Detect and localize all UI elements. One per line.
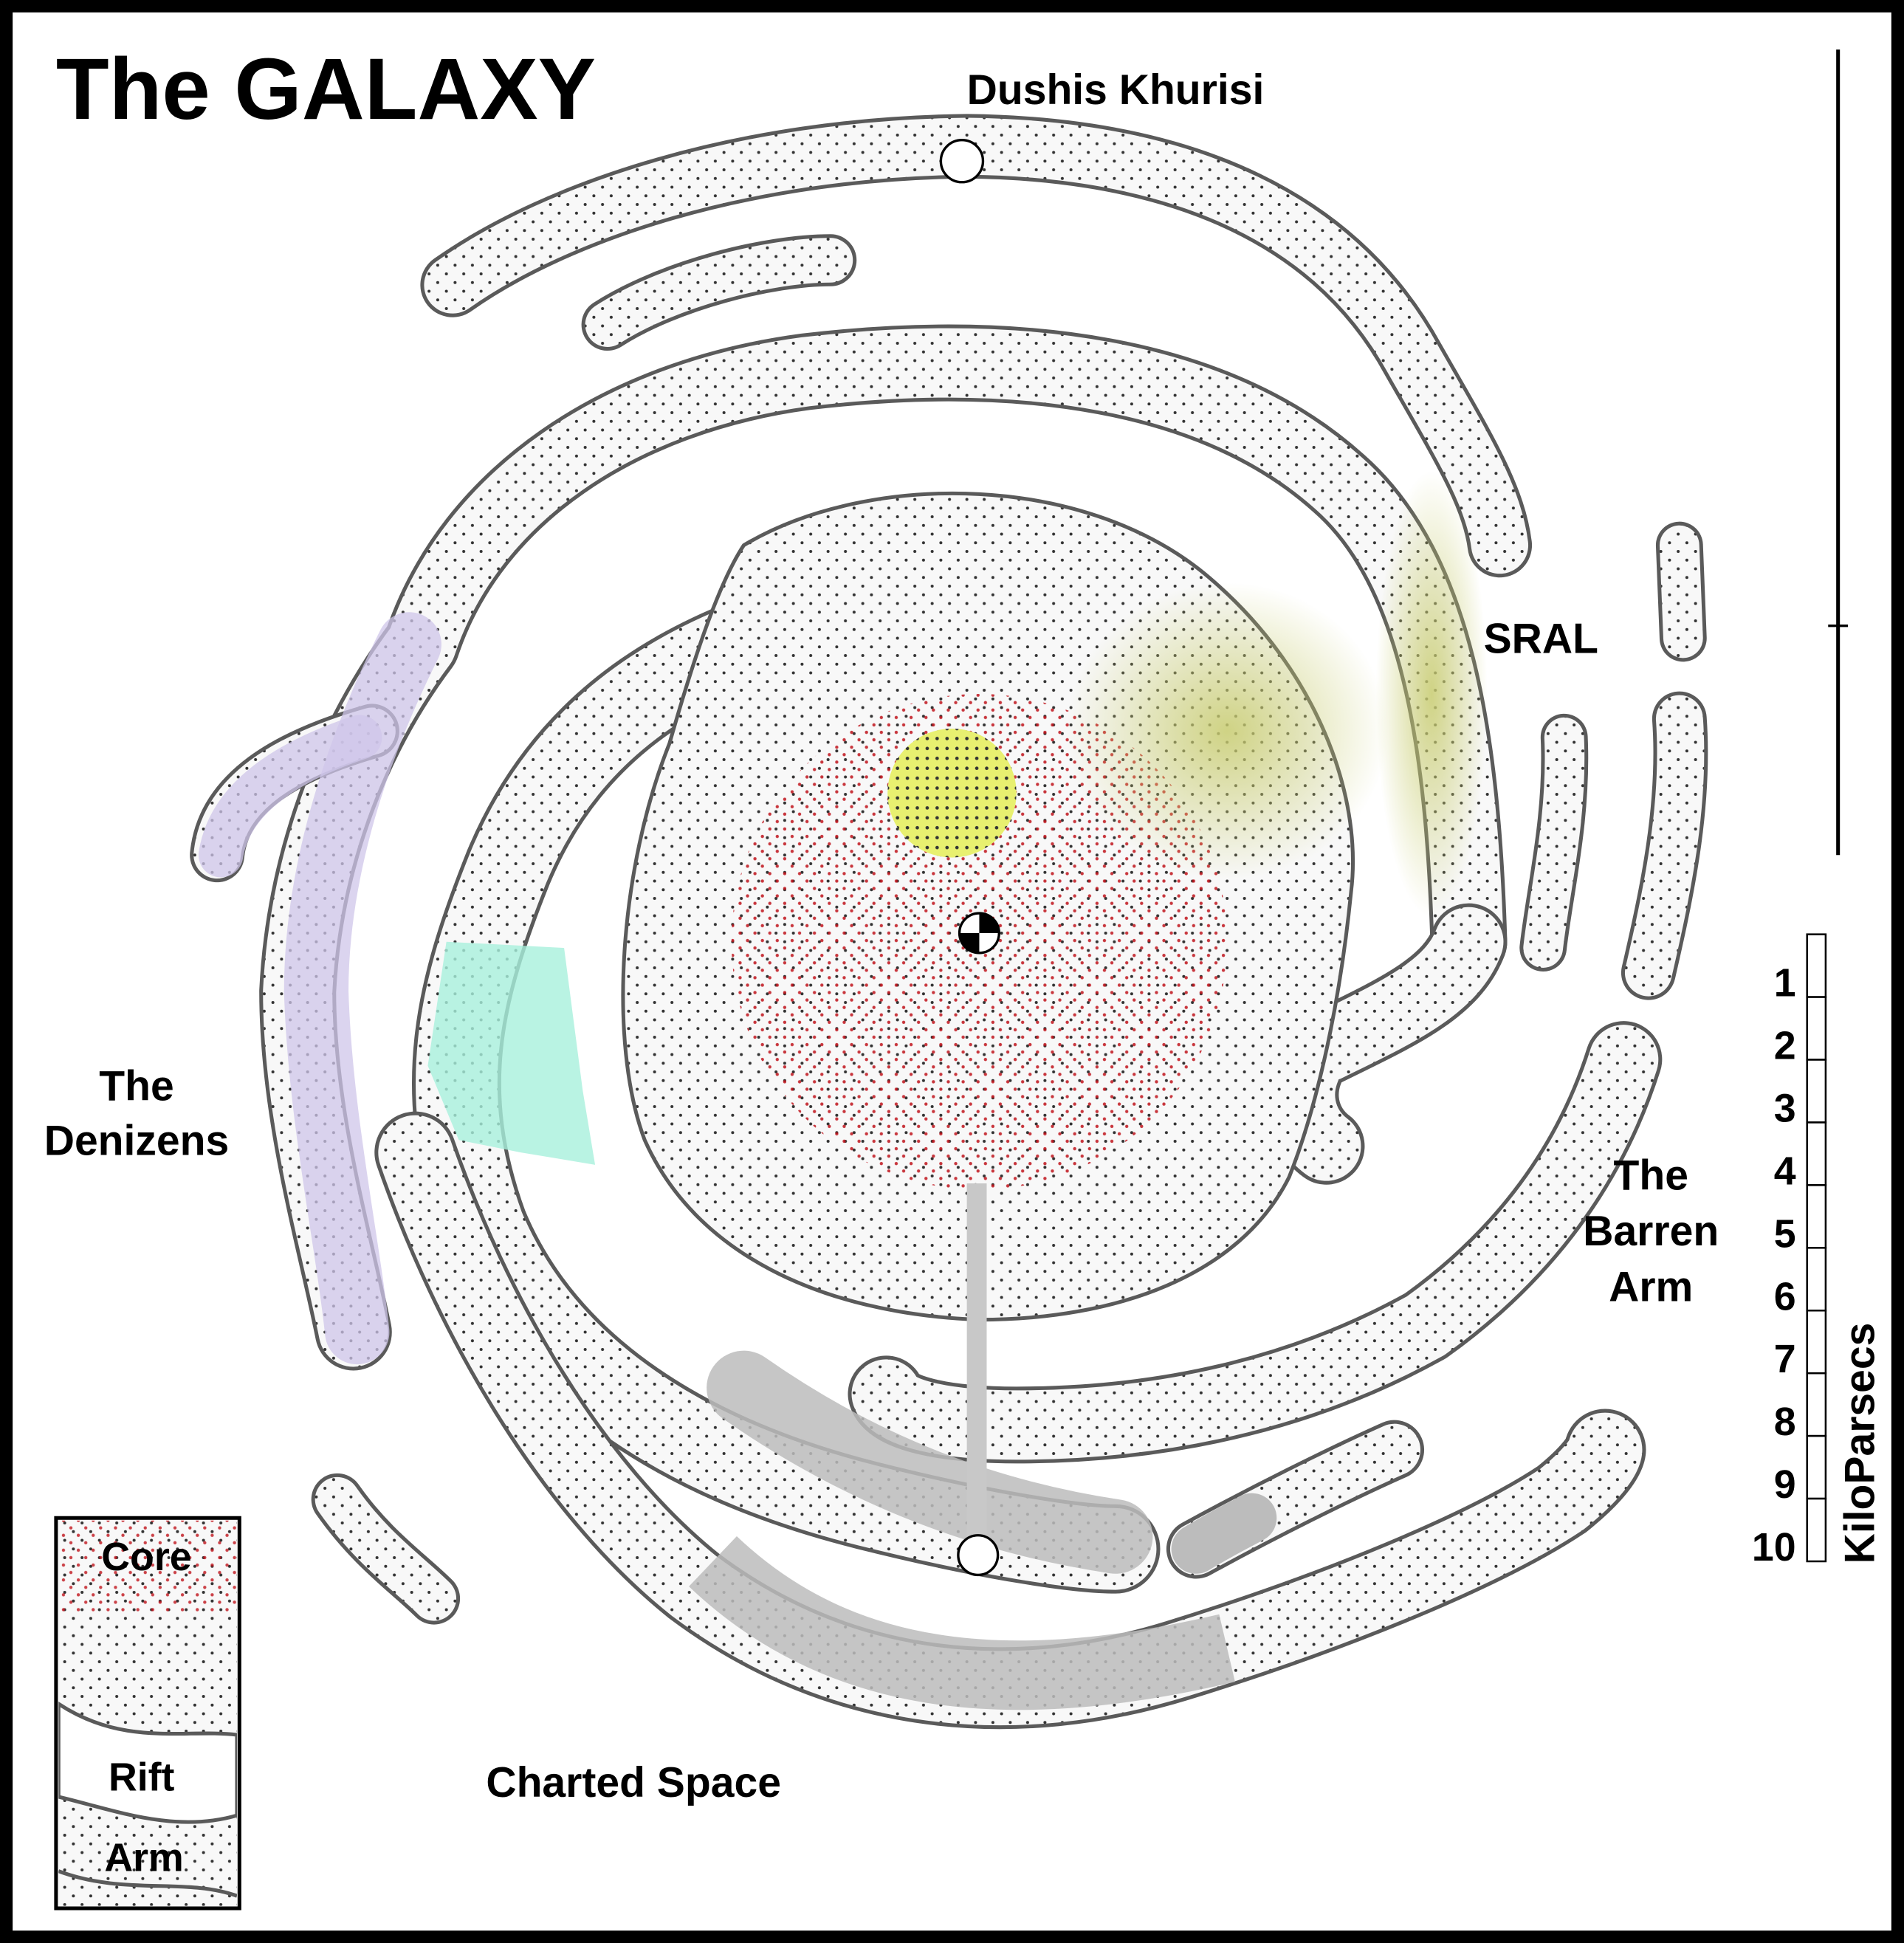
- scale-tick-label: 8: [1774, 1400, 1796, 1444]
- scale-tick-label: 3: [1774, 1086, 1796, 1130]
- teal-region: [427, 941, 596, 1165]
- kiloparsec-scale: 1 2 3 4 5 6 7 8 9 10: [1752, 933, 1827, 1569]
- legend: Core Rift Arm: [54, 1516, 241, 1911]
- scale-segment: [1806, 1309, 1827, 1375]
- dushis-khurisi-marker: [939, 139, 985, 184]
- sral-fragments: [1519, 521, 1708, 1000]
- vertical-scale-line: [1828, 49, 1849, 856]
- scale-segment: [1806, 1184, 1827, 1249]
- scale-segment: [1806, 1247, 1827, 1312]
- label-dushis-khurisi: Dushis Khurisi: [967, 66, 1265, 114]
- scale-unit-label: KiloParsecs: [1836, 1323, 1883, 1564]
- sral-arm-glow: [1375, 470, 1488, 918]
- rift-corridor: [966, 1183, 987, 1543]
- scale-segment: [1806, 1497, 1827, 1563]
- scale-segment: [1806, 1121, 1827, 1186]
- arm-fragment-bottom-left: [311, 1473, 461, 1625]
- scale-tick-label: 6: [1774, 1274, 1796, 1318]
- label-barren-2: Barren: [1583, 1208, 1719, 1255]
- map-title: The GALAXY: [56, 41, 596, 137]
- scale-tick-label: 5: [1774, 1211, 1796, 1256]
- scale-segment: [1806, 1434, 1827, 1500]
- legend-arm-label: Arm: [104, 1836, 183, 1880]
- galactic-center-icon: [958, 912, 1000, 955]
- scale-tick-label: 4: [1774, 1149, 1796, 1193]
- denizens-branch: [198, 715, 382, 878]
- arm-barren: [848, 1021, 1663, 1464]
- yellow-cluster: [887, 729, 1017, 858]
- legend-core-label: Core: [101, 1535, 191, 1579]
- scale-tick-label: 7: [1774, 1337, 1796, 1381]
- charted-space-region-inner: [707, 1350, 1153, 1574]
- legend-rift-swatch: [58, 1702, 237, 1824]
- legend-core-swatch: [58, 1520, 237, 1614]
- scale-segment: [1806, 1372, 1827, 1437]
- legend-rift-label: Rift: [109, 1755, 175, 1800]
- label-denizens-2: Denizens: [44, 1117, 230, 1164]
- label-barren-1: The: [1613, 1152, 1688, 1199]
- label-charted-space: Charted Space: [486, 1759, 781, 1806]
- label-denizens-1: The: [99, 1063, 173, 1110]
- scale-tick-label: 10: [1752, 1525, 1796, 1569]
- charted-fragment: [1171, 1493, 1277, 1574]
- scale-segment: [1806, 996, 1827, 1061]
- arm-small-top: [581, 234, 857, 351]
- sral-region-glow: [1065, 582, 1389, 880]
- home-marker: [957, 1534, 1000, 1577]
- label-sral: SRAL: [1484, 616, 1598, 663]
- scale-segment: [1806, 1059, 1827, 1124]
- scale-tick-label: 2: [1774, 1024, 1796, 1068]
- scale-tick-label: 1: [1774, 961, 1796, 1005]
- scale-segment: [1806, 933, 1827, 998]
- scale-tick-label: 9: [1774, 1462, 1796, 1507]
- arm-outer-top: [420, 114, 1533, 578]
- label-barren-3: Arm: [1609, 1264, 1693, 1311]
- charted-space-region-outer: [689, 1536, 1235, 1710]
